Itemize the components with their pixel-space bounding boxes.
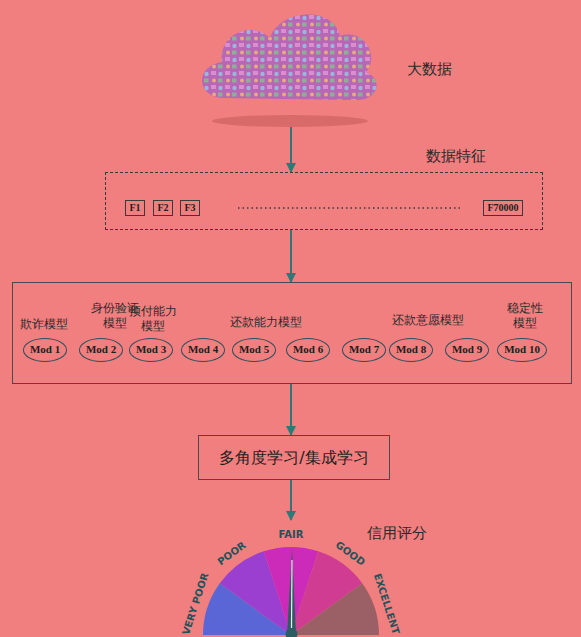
model-oval: Mod 1 — [23, 338, 67, 362]
gauge-scale-label: GOOD — [333, 539, 367, 569]
node-label: F1 — [129, 202, 140, 215]
model-oval: Mod 7 — [342, 338, 386, 362]
cloud-node: 大数据 — [195, 0, 375, 125]
process-label: 多角度学习/集成学习 — [219, 448, 368, 468]
node-label: Mod 8 — [396, 343, 426, 357]
model-oval: Mod 4 — [181, 338, 225, 362]
node-label: F70000 — [487, 202, 518, 215]
model-label: 还款能力模型 — [219, 315, 313, 330]
model-oval: Mod 10 — [497, 338, 547, 362]
node-label: Mod 1 — [30, 343, 60, 357]
flow-arrow — [290, 230, 292, 282]
feature-box: F2 — [153, 200, 172, 217]
feature-box: F3 — [180, 200, 199, 217]
model-oval: Mod 6 — [286, 338, 330, 362]
model-label: 预付能力模型 — [127, 304, 179, 334]
feature-box: F1 — [125, 200, 144, 217]
model-oval: Mod 9 — [445, 338, 489, 362]
model-label: 稳定性模型 — [504, 301, 546, 331]
model-label: 欺诈模型 — [15, 317, 73, 332]
model-group-box: 欺诈模型身份验证模型预付能力模型还款能力模型还款意愿模型稳定性模型Mod 1Mo… — [12, 282, 572, 384]
feature-box: F70000 — [483, 200, 522, 217]
cloud-heading: 大数据 — [407, 60, 452, 79]
gauge-scale-label: POOR — [216, 540, 249, 569]
dotted-ellipsis — [238, 207, 462, 209]
node-label: Mod 5 — [239, 343, 269, 357]
flow-arrow — [290, 125, 292, 172]
node-label: F3 — [184, 202, 195, 215]
flow-arrow — [290, 480, 292, 520]
model-oval: Mod 3 — [129, 338, 173, 362]
flow-arrow — [290, 384, 292, 435]
node-label: Mod 7 — [349, 343, 379, 357]
model-oval: Mod 8 — [389, 338, 433, 362]
node-label: Mod 9 — [452, 343, 482, 357]
node-label: Mod 2 — [86, 343, 116, 357]
node-label: Mod 10 — [504, 343, 540, 357]
gauge-scale-label: VERY POOR — [180, 571, 212, 636]
group-heading: 数据特征 — [426, 147, 486, 166]
cloud-illustration — [202, 14, 377, 127]
gauge-scale-label: EXCELLENT — [370, 572, 401, 636]
node-label: F2 — [157, 202, 168, 215]
credit-gauge: 信用评分VERY POORPOORFAIRGOODEXCELLENT — [181, 520, 401, 637]
gauge-scale-label: FAIR — [279, 529, 304, 542]
node-label: Mod 6 — [293, 343, 323, 357]
node-label: Mod 4 — [188, 343, 218, 357]
process-box: 多角度学习/集成学习 — [198, 435, 390, 480]
model-label: 还款意愿模型 — [378, 313, 478, 328]
feature-box: 数据特征F1F2F3F70000 — [105, 172, 543, 230]
gauge-heading: 信用评分 — [367, 524, 427, 543]
model-oval: Mod 2 — [79, 338, 123, 362]
model-oval: Mod 5 — [232, 338, 276, 362]
node-label: Mod 3 — [136, 343, 166, 357]
